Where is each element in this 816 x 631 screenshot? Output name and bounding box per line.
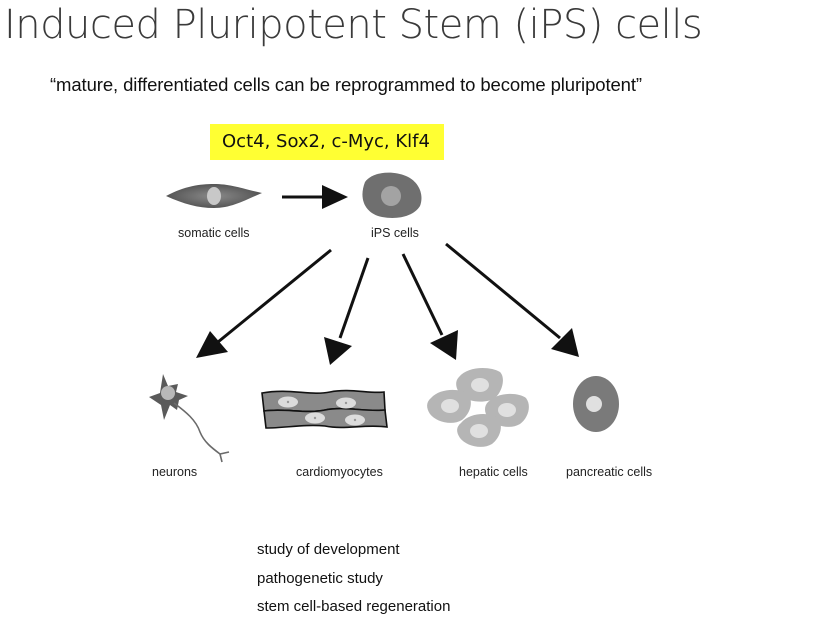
differentiation-arrow-hepatic bbox=[401, 253, 458, 360]
definition-quote: “mature, differentiated cells can be rep… bbox=[50, 74, 642, 95]
hepatic-cells-label: hepatic cells bbox=[459, 465, 528, 479]
cardiomyocyte-icon bbox=[261, 389, 388, 429]
pancreatic-cell-icon bbox=[573, 376, 619, 432]
hepatic-nuclei bbox=[441, 378, 516, 438]
cardiomyocytes-label: cardiomyocytes bbox=[296, 465, 383, 479]
neurons-label: neurons bbox=[152, 465, 198, 479]
reprogramming-factors-highlight: Oct4, Sox2, c-Myc, Klf4 bbox=[210, 124, 444, 160]
reprogramming-arrow-icon bbox=[282, 185, 348, 209]
application-item: pathogenetic study bbox=[257, 569, 383, 587]
spindle-cell-icon bbox=[166, 184, 262, 208]
applications-list: study of development pathogenetic study … bbox=[257, 538, 450, 624]
differentiation-arrow-neurons bbox=[196, 248, 332, 358]
somatic-cells-label: somatic cells bbox=[178, 226, 250, 240]
round-cell-icon bbox=[362, 172, 422, 218]
ips-cells-label: iPS cells bbox=[371, 226, 419, 240]
differentiation-arrow-pancreatic bbox=[445, 242, 579, 357]
application-item: stem cell-based regeneration bbox=[257, 598, 451, 615]
pancreatic-cells-label: pancreatic cells bbox=[566, 465, 653, 479]
application-item: study of development bbox=[257, 541, 400, 558]
slide-title: Induced Pluripotent Stem (iPS) cells bbox=[4, 2, 703, 48]
differentiation-arrow-cardiomyocytes bbox=[324, 257, 370, 365]
neuron-icon bbox=[149, 374, 230, 463]
